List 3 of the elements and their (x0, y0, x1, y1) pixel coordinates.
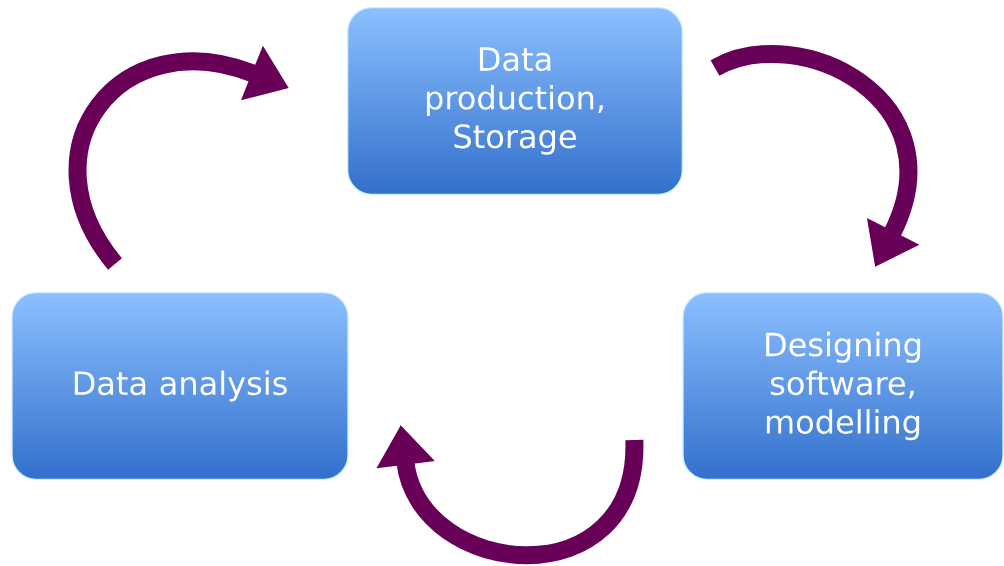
process-box: Designing software, modelling (682, 292, 1004, 480)
process-box: Data analysis (11, 292, 349, 480)
process-box: Data production, Storage (347, 7, 683, 195)
